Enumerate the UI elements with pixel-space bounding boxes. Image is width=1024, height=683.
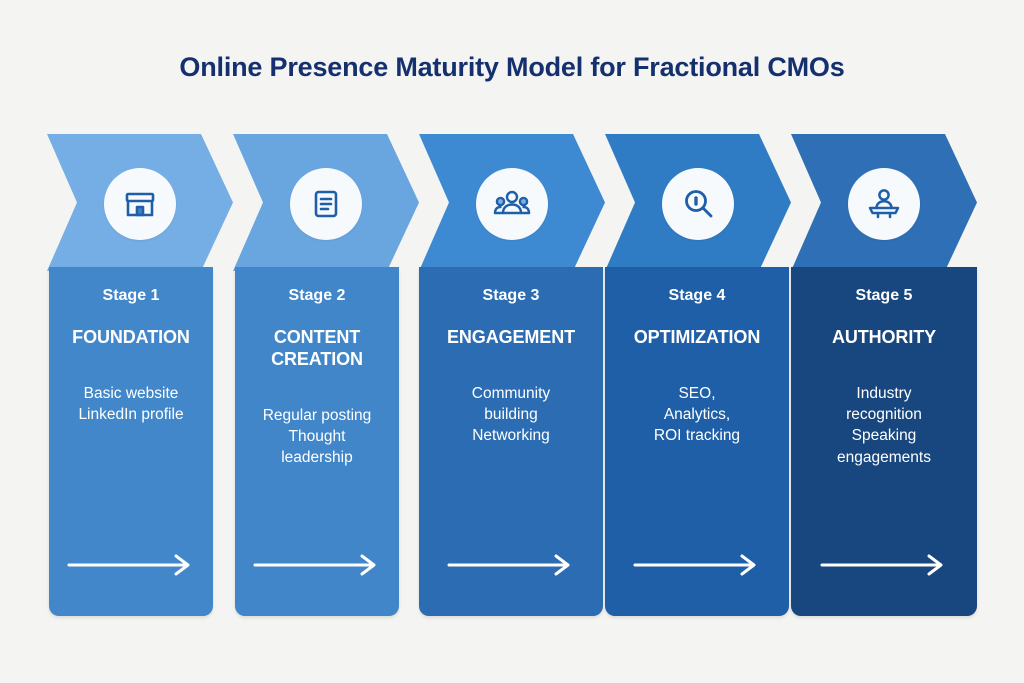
next-stage-arrow-1	[67, 554, 195, 576]
stage-body-3: Stage 3 ENGAGEMENT Community building Ne…	[419, 267, 603, 616]
stage-card-4[interactable]: Stage 4 OPTIMIZATION SEO, Analytics, ROI…	[605, 134, 791, 616]
stage-card-1[interactable]: Stage 1 FOUNDATION Basic website LinkedI…	[47, 134, 233, 616]
maturity-stage-strip: Stage 1 FOUNDATION Basic website LinkedI…	[47, 134, 977, 616]
stage-name-3: ENGAGEMENT	[446, 327, 575, 347]
storefront-icon	[104, 168, 176, 240]
next-stage-arrow-5	[820, 554, 948, 576]
stage-description-1: Basic website LinkedIn profile	[78, 384, 184, 424]
stage-description-4: SEO, Analytics, ROI tracking	[653, 384, 741, 445]
stage-number-2: Stage 2	[288, 287, 346, 304]
people-group-icon	[476, 168, 548, 240]
stage-number-1: Stage 1	[102, 287, 160, 304]
stage-number-3: Stage 3	[482, 287, 540, 304]
stage-number-4: Stage 4	[668, 287, 726, 304]
stage-description-2: Regular posting Thought leadership	[262, 406, 372, 467]
stage-card-3[interactable]: Stage 3 ENGAGEMENT Community building Ne…	[419, 134, 605, 616]
magnifier-icon	[662, 168, 734, 240]
stage-body-5: Stage 5 AUTHORITY Industry recognition S…	[791, 267, 977, 616]
stage-card-5[interactable]: Stage 5 AUTHORITY Industry recognition S…	[791, 134, 977, 616]
speaker-podium-icon	[848, 168, 920, 240]
stage-number-5: Stage 5	[855, 287, 913, 304]
next-stage-arrow-3	[447, 554, 575, 576]
stage-description-3: Community building Networking	[471, 384, 551, 445]
stage-description-5: Industry recognition Speaking engagement…	[837, 384, 931, 466]
document-icon	[290, 168, 362, 240]
next-stage-arrow-4	[633, 554, 761, 576]
stage-body-1: Stage 1 FOUNDATION Basic website LinkedI…	[49, 267, 213, 616]
stage-name-1: FOUNDATION	[72, 327, 190, 347]
stage-body-4: Stage 4 OPTIMIZATION SEO, Analytics, ROI…	[605, 267, 789, 616]
page-title: Online Presence Maturity Model for Fract…	[179, 52, 845, 82]
stage-name-4: OPTIMIZATION	[633, 327, 761, 347]
stage-body-2: Stage 2 CONTENT CREATION Regular posting…	[235, 267, 399, 616]
next-stage-arrow-2	[253, 554, 381, 576]
stage-name-2: CONTENT CREATION	[271, 327, 363, 369]
stage-name-5: AUTHORITY	[831, 327, 937, 347]
stage-card-2[interactable]: Stage 2 CONTENT CREATION Regular posting…	[233, 134, 419, 616]
